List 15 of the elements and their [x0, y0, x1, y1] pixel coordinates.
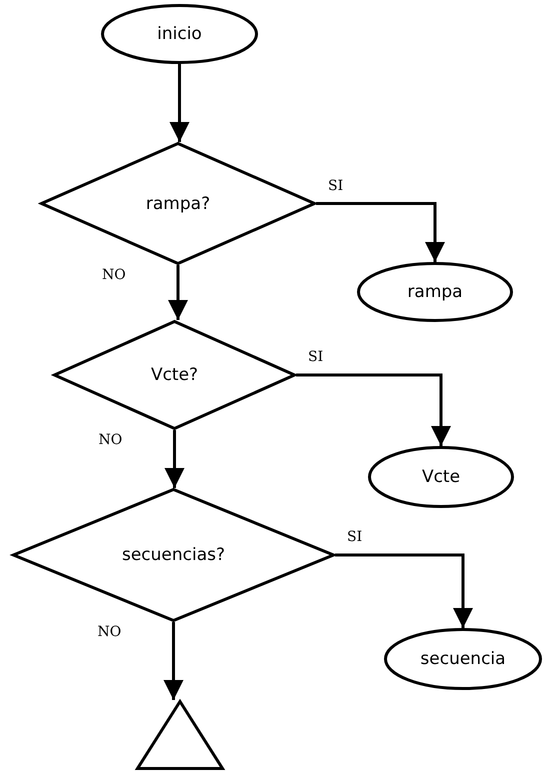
- node-label: rampa?: [146, 194, 210, 214]
- node-label: Vcte: [422, 467, 460, 487]
- arrow: [168, 265, 188, 320]
- node-label: Vcte?: [150, 365, 198, 385]
- arrow: [335, 554, 473, 628]
- node-label: secuencias?: [122, 545, 226, 565]
- arrow: [164, 622, 184, 700]
- arrow: [164, 430, 184, 488]
- node-label: rampa: [407, 282, 463, 302]
- arrow: [316, 202, 445, 262]
- node-label: inicio: [157, 24, 202, 44]
- arrow: [170, 64, 190, 142]
- edge-label: SI: [326, 178, 346, 194]
- arrow: [296, 374, 451, 446]
- node-label: secuencia: [420, 649, 506, 669]
